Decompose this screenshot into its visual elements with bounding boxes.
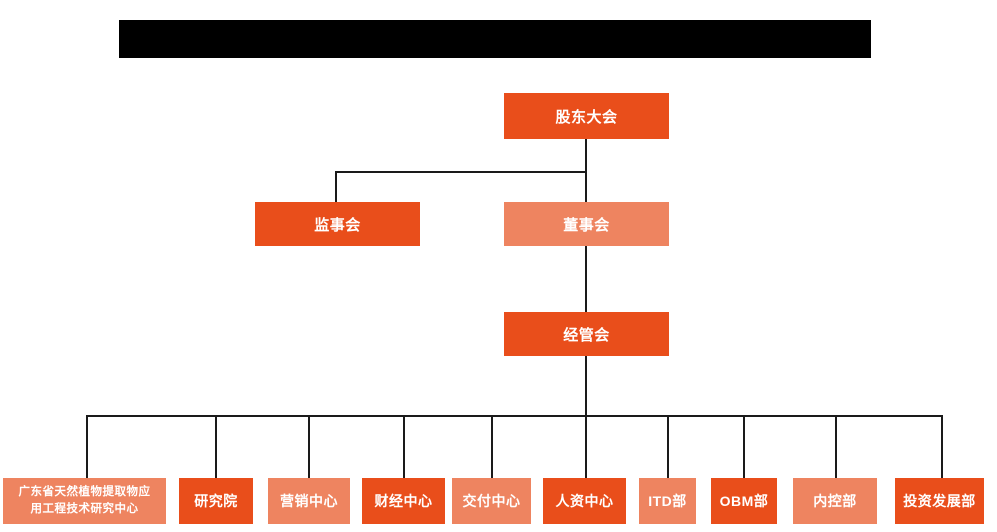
node-hr-center[interactable]: 人资中心 (543, 478, 626, 524)
node-investment-dev-dept-label: 投资发展部 (903, 493, 976, 509)
node-delivery-center[interactable]: 交付中心 (452, 478, 531, 524)
node-finance-center-label: 财经中心 (374, 493, 433, 509)
title-banner (119, 20, 871, 58)
connector-board-to-mgmt (585, 246, 587, 312)
node-gd-research-center[interactable]: 广东省天然植物提取物应 用工程技术研究中心 (3, 478, 166, 524)
connector-to-hr-center (585, 415, 587, 478)
connector-to-board (585, 171, 587, 202)
node-board[interactable]: 董事会 (504, 202, 669, 246)
node-research-institute[interactable]: 研究院 (179, 478, 253, 524)
node-shareholders[interactable]: 股东大会 (504, 93, 669, 139)
connector-to-internal-control-dept (835, 415, 837, 478)
connector-to-finance-center (403, 415, 405, 478)
node-mgmt-committee-label: 经管会 (563, 326, 610, 344)
node-marketing-center[interactable]: 营销中心 (268, 478, 350, 524)
connector-departments-bus (86, 415, 943, 417)
node-hr-center-label: 人资中心 (555, 493, 614, 509)
connector-mgmt-down (585, 356, 587, 416)
node-finance-center[interactable]: 财经中心 (362, 478, 445, 524)
node-obm-dept-label: OBM部 (719, 493, 769, 509)
node-board-label: 董事会 (563, 216, 610, 234)
connector-to-itd-dept (667, 415, 669, 478)
connector-shareholders-down (585, 139, 587, 173)
connector-to-delivery-center (491, 415, 493, 478)
node-itd-dept[interactable]: ITD部 (639, 478, 696, 524)
connector-to-gd-research-center (86, 415, 88, 478)
node-internal-control-dept-label: 内控部 (813, 493, 857, 509)
connector-to-supervisory (335, 171, 337, 202)
node-shareholders-label: 股东大会 (555, 108, 618, 126)
connector-to-investment-dev-dept (941, 415, 943, 478)
node-marketing-center-label: 营销中心 (280, 493, 338, 509)
node-itd-dept-label: ITD部 (648, 493, 687, 509)
node-supervisory[interactable]: 监事会 (255, 202, 420, 246)
connector-level1-bus (335, 171, 587, 173)
node-delivery-center-label: 交付中心 (462, 493, 521, 509)
node-obm-dept[interactable]: OBM部 (711, 478, 777, 524)
node-research-institute-label: 研究院 (194, 493, 238, 509)
node-gd-research-center-label: 广东省天然植物提取物应 用工程技术研究中心 (18, 486, 151, 515)
node-mgmt-committee[interactable]: 经管会 (504, 312, 669, 356)
connector-to-research-institute (215, 415, 217, 478)
node-internal-control-dept[interactable]: 内控部 (793, 478, 877, 524)
node-investment-dev-dept[interactable]: 投资发展部 (895, 478, 984, 524)
connector-to-obm-dept (743, 415, 745, 478)
node-supervisory-label: 监事会 (314, 216, 361, 234)
connector-to-marketing-center (308, 415, 310, 478)
